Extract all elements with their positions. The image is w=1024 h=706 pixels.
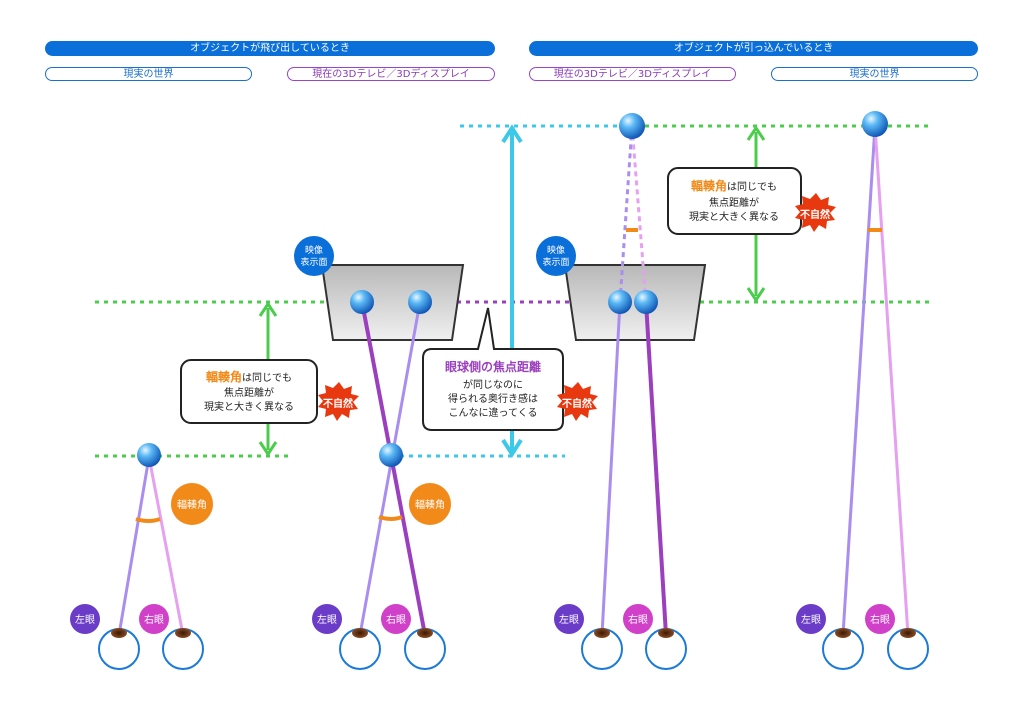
image-sphere-left-b [408,290,432,314]
object-sphere-display-far [619,113,645,139]
eyes-panel-2 [339,628,446,670]
unnatural-burst-3: 不自然 [795,193,836,232]
callout-center-line4: こんなに違ってくる [449,406,538,419]
image-sphere-right-a [608,290,632,314]
callout-left-line3: 現実と大きく異なる [204,400,294,413]
object-sphere-display-near [379,443,403,467]
display-screen-left [320,264,465,341]
left-eye-label-1: 左眼 [75,613,95,626]
callout-left-box [180,359,318,424]
callout-right-line2: 焦点距離が [709,196,759,209]
convergence-badge-1: 輻輳角 [177,498,207,511]
right-eye-label-2: 右眼 [386,613,406,626]
eyes-panel-1 [98,628,204,670]
callout-center-line2: が同じなのに [463,378,523,391]
screen-label-left-line2: 表示面 [300,256,327,268]
eyes-panel-3 [581,628,687,670]
image-sphere-left-a [350,290,374,314]
svg-text:不自然: 不自然 [562,397,592,410]
callout-right-box [667,167,802,235]
subheader-real-world-right: 現実の世界 [771,67,978,81]
right-eye-label-1: 右眼 [144,613,164,626]
object-sphere-realworld-near [137,443,161,467]
screen-label-right-line2: 表示面 [542,256,569,268]
header-recessed: オブジェクトが引っ込んでいるとき [529,41,978,56]
header-popout: オブジェクトが飛び出しているとき [45,41,495,56]
subheader-display-right: 現在の3Dテレビ／3Dディスプレイ [529,67,736,81]
screen-label-left-line1: 映像 [305,244,323,256]
svg-text:不自然: 不自然 [800,208,830,221]
screen-label-right-line1: 映像 [547,244,565,256]
left-eye-label-4: 左眼 [801,613,821,626]
callout-center-box [422,307,564,431]
object-sphere-realworld-far [862,111,888,137]
convergence-badge-2: 輻輳角 [415,498,445,511]
callout-right-highlight: 輻輳角 [691,178,727,193]
svg-text:不自然: 不自然 [323,397,353,410]
right-eye-label-4: 右眼 [870,613,890,626]
callout-left-line2: 焦点距離が [224,386,274,399]
callout-center-line3: 得られる奥行き感は [448,392,538,405]
callout-right-line3: 現実と大きく異なる [689,210,779,223]
callout-right-line1: は同じでも [727,181,777,193]
callout-left-highlight: 輻輳角 [206,369,242,384]
callout-center-title: 眼球側の焦点距離 [445,359,541,374]
unnatural-burst-2: 不自然 [557,382,598,421]
left-eye-label-3: 左眼 [559,613,579,626]
image-sphere-right-b [634,290,658,314]
eyes-panel-4 [822,628,929,670]
svg-text:輻輳角は同じでも: 輻輳角は同じでも [206,369,292,384]
right-eye-label-3: 右眼 [628,613,648,626]
unnatural-burst-1: 不自然 [318,382,359,421]
subheader-display-left: 現在の3Dテレビ／3Dディスプレイ [287,67,495,81]
svg-text:輻輳角は同じでも: 輻輳角は同じでも [691,178,777,193]
subheader-real-world-left: 現実の世界 [45,67,252,81]
callout-left-line1: は同じでも [242,372,292,384]
left-eye-label-2: 左眼 [317,613,337,626]
